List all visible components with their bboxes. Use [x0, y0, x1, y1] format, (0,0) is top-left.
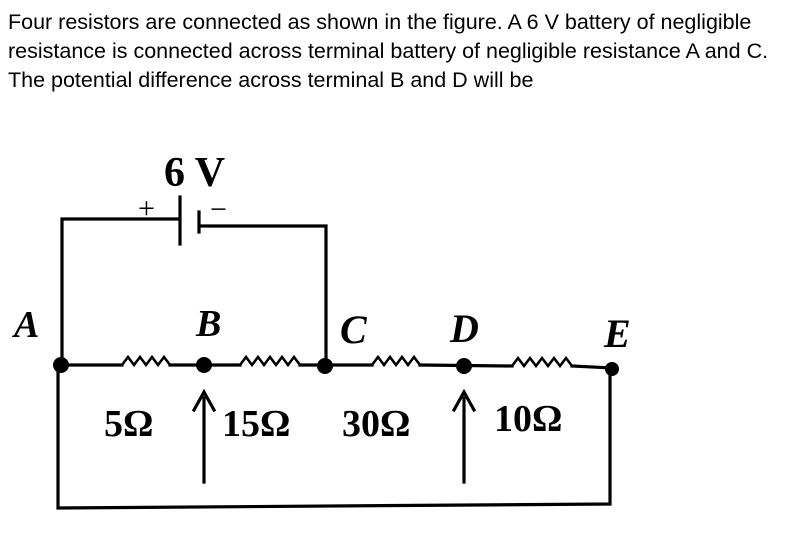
probe-arrowhead-b	[191, 388, 217, 413]
terminal-label-b: B	[195, 303, 221, 345]
resistor-label-15: 15Ω	[222, 403, 290, 445]
resistor-30-ohm	[370, 354, 422, 368]
node-e	[605, 362, 619, 376]
terminal-label-d: D	[449, 306, 479, 351]
terminal-label-a: A	[12, 304, 39, 346]
resistor-15-ohm	[238, 354, 302, 368]
resistor-5-ohm	[120, 354, 172, 368]
resistor-label-30: 30Ω	[342, 403, 410, 445]
battery-minus-sign: −	[210, 193, 227, 226]
terminal-label-e: E	[603, 311, 631, 356]
question-text: Four resistors are connected as shown in…	[8, 10, 769, 92]
resistor-10-ohm	[510, 355, 574, 369]
node-b	[196, 357, 212, 373]
probe-arrowhead-d	[451, 388, 477, 413]
terminal-label-c: C	[340, 307, 368, 352]
battery-wire	[60, 217, 328, 368]
battery-voltage-label: 6 V	[164, 150, 225, 196]
resistor-label-10: 10Ω	[494, 398, 562, 440]
battery-plus-sign: +	[138, 192, 155, 225]
bottom-wire	[56, 363, 612, 510]
node-c	[317, 358, 333, 374]
node-d	[456, 358, 472, 374]
resistor-label-5: 5Ω	[104, 403, 153, 445]
node-a	[53, 357, 69, 373]
